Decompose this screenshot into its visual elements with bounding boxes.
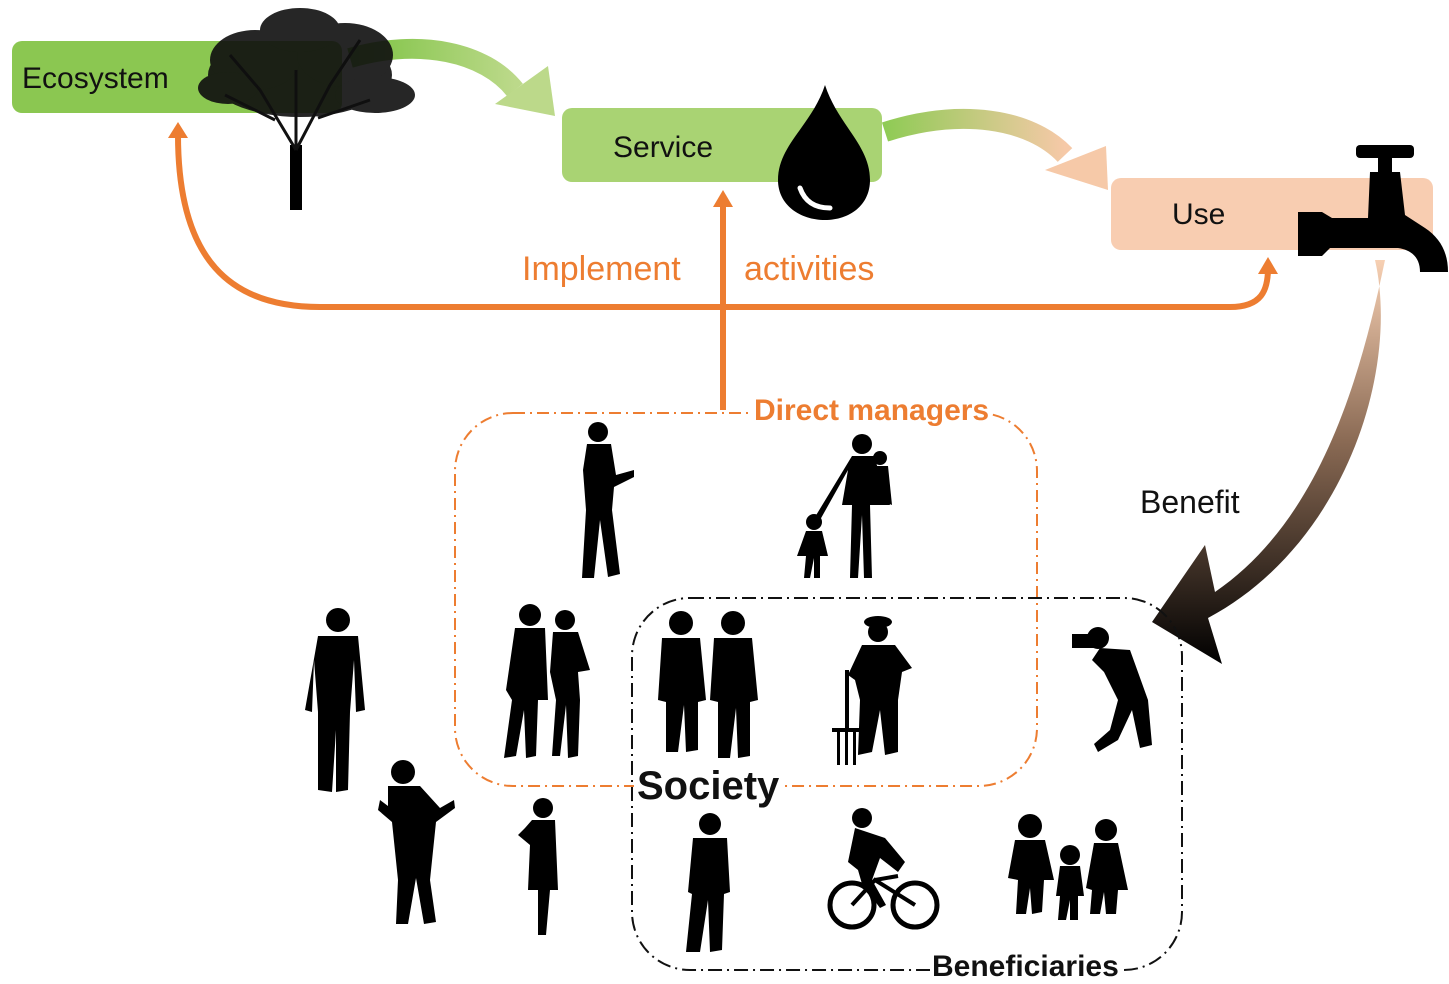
person-silhouette-icon [686, 813, 730, 952]
beneficiaries-label: Beneficiaries [930, 950, 1121, 984]
camera-icon [1072, 634, 1094, 648]
benefit-arrow [1152, 260, 1385, 664]
person-silhouette-icon [832, 616, 912, 765]
service-to-use-arrow [881, 109, 1108, 190]
society-label: Society [634, 764, 783, 809]
person-silhouette-icon [1072, 627, 1152, 752]
benefit-label: Benefit [1140, 484, 1240, 520]
people-silhouettes [305, 422, 1152, 952]
bicycle-icon [827, 808, 940, 930]
beneficiaries-outline [631, 597, 1183, 971]
activities-label: activities [744, 250, 875, 288]
ecosystem-label: Ecosystem [22, 62, 169, 95]
tree-icon [198, 8, 415, 210]
person-silhouette-icon [305, 608, 365, 792]
implement-label: Implement [522, 250, 681, 288]
person-silhouette-icon [658, 611, 758, 758]
person-silhouette-icon [1008, 814, 1128, 920]
person-silhouette-icon [518, 798, 558, 935]
person-silhouette-icon [504, 604, 590, 758]
use-label: Use [1172, 198, 1226, 231]
direct-managers-label: Direct managers [752, 394, 992, 428]
water-drop-icon [778, 85, 870, 220]
water-tap-icon [1298, 145, 1448, 272]
management-arrows [175, 134, 1271, 410]
person-silhouette-icon [797, 434, 892, 578]
person-silhouette-icon [378, 760, 455, 924]
service-label: Service [613, 131, 714, 164]
management-arrowheads [168, 122, 1278, 274]
person-silhouette-icon [582, 422, 634, 578]
